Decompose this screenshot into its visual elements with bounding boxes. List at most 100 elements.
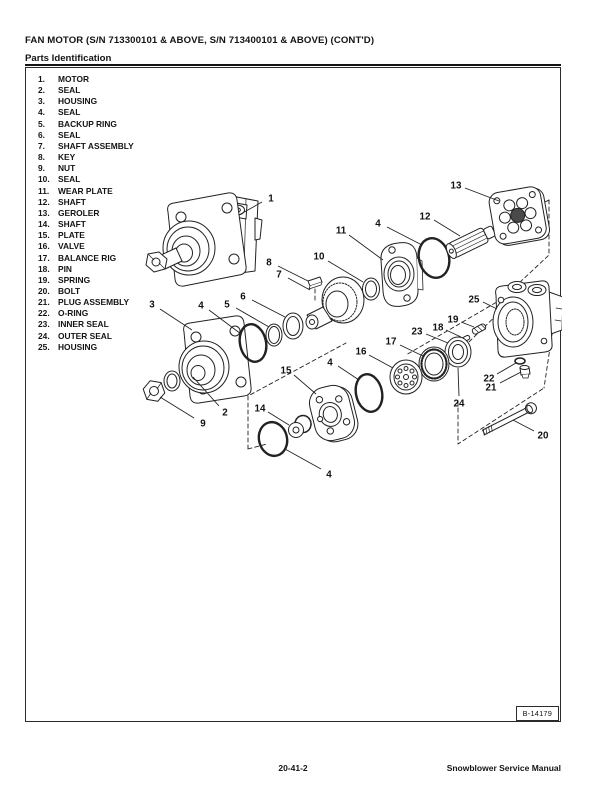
part-name: NUT bbox=[58, 163, 76, 174]
footer-page-number: 20-41-2 bbox=[278, 763, 308, 773]
balance-rig-part bbox=[418, 346, 450, 382]
callout-leader-line bbox=[159, 308, 193, 331]
part-name: INNER SEAL bbox=[58, 319, 109, 330]
part-number: 9. bbox=[38, 163, 45, 174]
parts-list-item: 8.KEY bbox=[38, 152, 134, 163]
callout-leader-line bbox=[425, 333, 449, 344]
part-name: O-RING bbox=[58, 308, 89, 319]
parts-list-item: 11.WEAR PLATE bbox=[38, 186, 134, 197]
callout-leader-line bbox=[238, 201, 263, 216]
callout-number-16: 16 bbox=[356, 347, 367, 358]
part-number: 6. bbox=[38, 129, 45, 140]
callout-leader-line bbox=[287, 277, 311, 291]
callout-number-17: 17 bbox=[386, 337, 397, 348]
callout-number-6: 6 bbox=[240, 292, 246, 303]
part-name: KEY bbox=[58, 152, 76, 163]
figure-number-label: B-14179 bbox=[515, 705, 559, 721]
o-ring-4d-part bbox=[257, 420, 289, 458]
parts-list-item: 15.PLATE bbox=[38, 230, 134, 241]
motor-part bbox=[145, 192, 263, 287]
callout-number-19: 19 bbox=[448, 315, 459, 326]
seal-10-part bbox=[362, 277, 380, 301]
part-number: 25. bbox=[38, 341, 50, 352]
callout-number-1: 1 bbox=[268, 194, 274, 205]
parts-list-item: 22.O-RING bbox=[38, 308, 134, 319]
part-number: 5. bbox=[38, 118, 45, 129]
seal-2-part bbox=[163, 370, 181, 392]
part-name: SEAL bbox=[58, 129, 81, 140]
callout-number-4: 4 bbox=[198, 301, 204, 312]
callout-leader-line bbox=[284, 448, 322, 470]
part-number: 23. bbox=[38, 319, 50, 330]
valve-part bbox=[389, 359, 423, 395]
callout-leader-line bbox=[192, 376, 220, 407]
part-name: VALVE bbox=[58, 241, 85, 252]
callout-number-5: 5 bbox=[224, 300, 230, 311]
seal-assembly-part bbox=[444, 336, 472, 368]
exploded-diagram: 1131241110876543251918231716415142922212… bbox=[142, 181, 562, 481]
plate-part bbox=[308, 384, 359, 443]
callout-number-4: 4 bbox=[326, 470, 332, 481]
part-name: BACKUP RING bbox=[58, 118, 117, 129]
callout-leader-line bbox=[386, 226, 423, 246]
plug-part bbox=[519, 365, 531, 379]
parts-list-item: 21.PLUG ASSEMBLY bbox=[38, 297, 134, 308]
parts-list-item: 16. VALVE bbox=[38, 241, 134, 252]
part-name: SHAFT ASSEMBLY bbox=[58, 140, 134, 151]
callout-number-18: 18 bbox=[433, 323, 444, 334]
parts-list-item: 3.HOUSING bbox=[38, 96, 134, 107]
callout-number-12: 12 bbox=[420, 212, 431, 223]
callout-number-24: 24 bbox=[454, 399, 465, 410]
parts-list-item: 4.SEAL bbox=[38, 107, 134, 118]
parts-list-item: 23. INNER SEAL bbox=[38, 319, 134, 330]
part-name: WEAR PLATE bbox=[58, 185, 113, 196]
callout-leader-line bbox=[251, 299, 286, 318]
part-name: SEAL bbox=[58, 85, 81, 96]
callout-leader-line bbox=[399, 344, 424, 357]
part-number: 18. bbox=[38, 263, 50, 274]
callout-leader-line bbox=[464, 187, 500, 202]
callout-number-22: 22 bbox=[484, 374, 495, 385]
part-name: OUTER SEAL bbox=[58, 330, 112, 341]
parts-list-item: 17.BALANCE RIG bbox=[38, 253, 134, 264]
part-name: MOTOR bbox=[58, 74, 90, 84]
callout-number-7: 7 bbox=[276, 270, 282, 281]
callout-leader-line bbox=[512, 419, 535, 432]
part-number: 21. bbox=[38, 297, 50, 308]
backup-ring-part bbox=[265, 323, 283, 347]
part-name: PIN bbox=[58, 263, 72, 274]
callout-number-23: 23 bbox=[412, 327, 423, 338]
o-ring-4c-part bbox=[354, 373, 384, 413]
callout-number-8: 8 bbox=[266, 258, 272, 269]
shaft-12-part bbox=[445, 225, 496, 259]
page-footer: 20-41-2 Snowblower Service Manual bbox=[25, 763, 561, 777]
part-number: 13. bbox=[38, 207, 50, 218]
o-ring-4b-part bbox=[238, 323, 268, 363]
callout-number-25: 25 bbox=[469, 295, 480, 306]
callout-number-4: 4 bbox=[327, 358, 333, 369]
callout-number-20: 20 bbox=[538, 431, 549, 442]
seal-6-part bbox=[282, 312, 304, 340]
part-name: BOLT bbox=[58, 285, 81, 296]
part-number: 16. bbox=[38, 241, 50, 252]
part-number: 1. bbox=[38, 74, 45, 84]
part-number: 20. bbox=[38, 285, 50, 296]
callout-leader-line bbox=[159, 396, 195, 419]
callout-leader-line bbox=[496, 362, 517, 375]
callout-leader-line bbox=[482, 301, 498, 310]
part-number: 3. bbox=[38, 96, 45, 107]
geroler-part bbox=[488, 186, 551, 246]
part-number: 2. bbox=[38, 85, 45, 96]
part-number: 15. bbox=[38, 230, 50, 241]
nut-part bbox=[142, 380, 166, 402]
part-number: 12. bbox=[38, 196, 50, 207]
parts-list-item: 12.SHAFT bbox=[38, 197, 134, 208]
callout-leader-line bbox=[267, 411, 290, 426]
callout-number-15: 15 bbox=[281, 366, 292, 377]
parts-list-item: 6. SEAL bbox=[38, 130, 134, 141]
bolt-part bbox=[482, 402, 537, 436]
callout-number-14: 14 bbox=[255, 404, 266, 415]
